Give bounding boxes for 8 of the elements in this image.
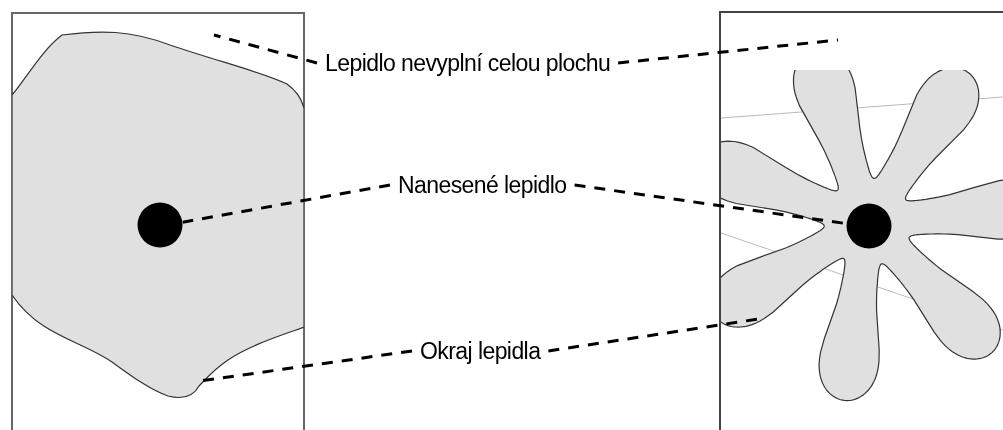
- leader-line: [182, 183, 391, 224]
- leader-line: [617, 38, 839, 65]
- adhesive-dot: [137, 202, 183, 248]
- callout-label: Lepidlo nevyplní celou plochu: [325, 48, 611, 78]
- adhesive-dot: [846, 203, 892, 249]
- callout-label: Okraj lepidla: [420, 336, 541, 366]
- callout-label: Nanesené lepidlo: [398, 170, 567, 200]
- leader-line: [213, 33, 318, 65]
